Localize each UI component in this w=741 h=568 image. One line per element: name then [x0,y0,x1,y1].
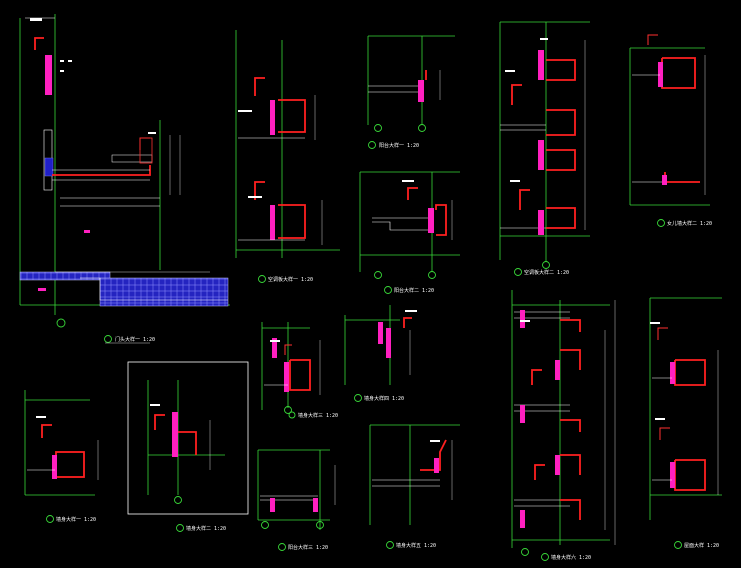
detail-d14: 屋面大样 1:20 [649,297,722,549]
detail-d13: 墙身大样六 1:20 [511,290,616,561]
detail-d1-title: 门头大样一 1:20 [115,336,155,343]
detail-d3: 阳台大样一 1:20 [367,35,455,149]
detail-d10: 墙身大样四 1:20 [344,305,412,402]
detail-d5-title: 空调板大样二 1:20 [524,269,569,276]
detail-d14-title: 屋面大样 1:20 [684,542,719,549]
detail-d2-title: 空调板大样一 1:20 [268,276,313,283]
detail-d11-title: 阳台大样三 1:20 [288,544,328,551]
detail-d4-title: 阳台大样二 1:20 [394,287,434,294]
annotation-marks [30,18,665,442]
detail-d2: 空调板大样一 1:20 [235,30,340,283]
detail-d8: 墙身大样二 1:20 [127,361,249,532]
detail-d11: 阳台大样三 1:20 [257,449,336,551]
detail-d9: 墙身大样三 1:20 [261,322,338,419]
detail-d12-title: 墙身大样五 1:20 [396,542,436,549]
detail-d3-title: 阳台大样一 1:20 [379,142,419,149]
detail-d6: 女儿墙大样二 1:20 [629,34,712,227]
detail-d7-title: 墙身大样一 1:20 [56,516,96,523]
detail-d9-title: 墙身大样三 1:20 [298,412,338,419]
detail-d1: 门头大样一 1:20 [19,14,230,344]
detail-d6-title: 女儿墙大样二 1:20 [667,220,712,227]
detail-d7: 墙身大样一 1:20 [24,390,99,523]
detail-d13-title: 墙身大样六 1:20 [551,554,591,561]
detail-d5: 空调板大样二 1:20 [499,21,590,276]
detail-d4: 阳台大样二 1:20 [359,171,460,294]
detail-d12: 墙身大样五 1:20 [369,424,460,549]
detail-d10-title: 墙身大样四 1:20 [364,395,404,402]
detail-d8-title: 墙身大样二 1:20 [186,525,226,532]
